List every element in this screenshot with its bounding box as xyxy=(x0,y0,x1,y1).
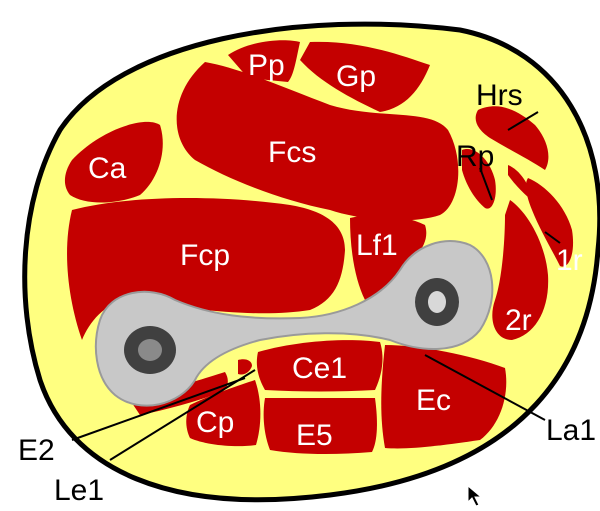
label-r1: 1r xyxy=(556,244,583,277)
leader-rp xyxy=(479,167,493,201)
muscle-gp xyxy=(300,41,430,113)
muscle-cp xyxy=(186,380,261,447)
label-ca: Ca xyxy=(88,152,127,185)
mouse-cursor-icon xyxy=(467,484,483,507)
muscle-rp xyxy=(462,149,496,209)
muscle-lf1 xyxy=(350,214,427,300)
label-ec: Ec xyxy=(416,384,451,417)
leader-hrs xyxy=(507,111,539,131)
label-pp: Pp xyxy=(248,49,285,82)
label-r2: 2r xyxy=(505,304,532,337)
leader-e2 xyxy=(71,377,246,441)
marrow-left-inner xyxy=(138,339,162,361)
label-gp: Gp xyxy=(336,60,376,93)
muscle-pp xyxy=(228,40,300,82)
label-lf1: Lf1 xyxy=(356,229,398,262)
label-e5: E5 xyxy=(296,419,333,452)
muscle-ec xyxy=(381,345,507,449)
muscle-extra-r xyxy=(508,165,532,200)
label-cp: Cp xyxy=(196,406,234,439)
leader-la1 xyxy=(424,354,546,421)
label-fcs: Fcs xyxy=(268,136,316,169)
muscle-fcp xyxy=(67,198,346,340)
label-ce1: Ce1 xyxy=(292,352,347,385)
muscle-le1 xyxy=(238,359,252,375)
label-hrs: Hrs xyxy=(476,79,523,112)
muscle-ca xyxy=(64,121,163,203)
muscle-r1 xyxy=(525,178,574,267)
marrow-right-inner xyxy=(428,291,446,313)
muscle-hrs xyxy=(475,106,549,170)
label-le1: Le1 xyxy=(54,474,104,507)
bone-shape xyxy=(94,240,494,407)
label-la1: La1 xyxy=(546,414,596,447)
leader-le1 xyxy=(109,369,256,461)
muscle-e5 xyxy=(263,398,377,455)
label-e2: E2 xyxy=(18,434,55,467)
label-fcp: Fcp xyxy=(180,239,230,272)
leader-1r xyxy=(544,231,561,244)
label-rp: Rp xyxy=(456,140,494,173)
muscle-r2 xyxy=(492,200,549,340)
muscle-fcs xyxy=(176,62,459,221)
muscle-ce1 xyxy=(256,340,383,392)
